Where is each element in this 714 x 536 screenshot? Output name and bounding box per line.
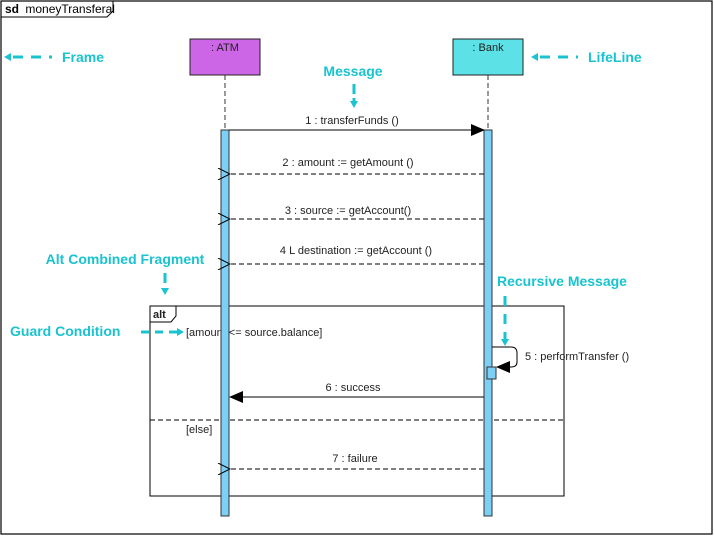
alt-operator-tab xyxy=(150,306,177,323)
guard-condition-else: [else] xyxy=(186,424,212,436)
message-5-arrow[interactable] xyxy=(492,346,518,373)
lifeline-bank-name: : Bank xyxy=(472,42,504,54)
message-3-label: 3 : source := getAccount() xyxy=(285,205,411,217)
lifeline-atm-head[interactable] xyxy=(189,38,261,76)
annotation-recursive-message-arrow-icon xyxy=(501,339,509,346)
message-6-label: 6 : success xyxy=(325,382,381,394)
alt-operator-label: alt xyxy=(153,309,166,321)
annotation-alt-fragment-arrow-icon xyxy=(161,288,169,295)
activation-bank xyxy=(483,129,493,517)
guard-condition-1: [amount <= source.balance] xyxy=(186,327,322,339)
frame-title-tab xyxy=(1,1,114,18)
activation-bank-nested xyxy=(486,366,497,380)
frame-keyword: sd xyxy=(5,2,19,16)
annotation-guard-condition-arrow-icon xyxy=(177,328,184,336)
annotation-frame-arrow-icon xyxy=(4,53,11,61)
annotation-message: Message xyxy=(323,63,383,108)
annotation-message-label: Message xyxy=(323,63,382,79)
annotation-guard-condition-label: Guard Condition xyxy=(10,323,120,339)
annotation-message-arrow-icon xyxy=(350,101,358,108)
message-7-label: 7 : failure xyxy=(332,453,377,465)
annotation-lifeline-label: LifeLine xyxy=(588,49,642,65)
annotation-frame: Frame xyxy=(4,49,104,65)
activation-atm xyxy=(220,129,230,517)
alt-fragment[interactable] xyxy=(149,305,565,497)
annotation-alt-fragment-label: Alt Combined Fragment xyxy=(46,251,205,267)
annotation-alt-fragment: Alt Combined Fragment xyxy=(46,251,205,295)
frame-title: sd moneyTransferal xyxy=(5,2,115,16)
annotation-lifeline-arrow-icon xyxy=(531,53,538,61)
lifeline-atm-name: : ATM xyxy=(211,42,239,54)
annotation-recursive-message-label: Recursive Message xyxy=(497,273,627,289)
message-2-label: 2 : amount := getAmount () xyxy=(282,157,413,169)
message-1-label: 1 : transferFunds () xyxy=(305,115,399,127)
annotation-lifeline: LifeLine xyxy=(531,49,642,65)
annotation-recursive-message: Recursive Message xyxy=(497,273,627,346)
annotation-guard-condition: Guard Condition xyxy=(10,323,184,339)
message-4-label: 4 L destination := getAccount () xyxy=(280,245,432,257)
frame-name: moneyTransferal xyxy=(25,2,115,16)
message-5-label: 5 : performTransfer () xyxy=(525,351,629,363)
annotation-frame-label: Frame xyxy=(62,49,104,65)
